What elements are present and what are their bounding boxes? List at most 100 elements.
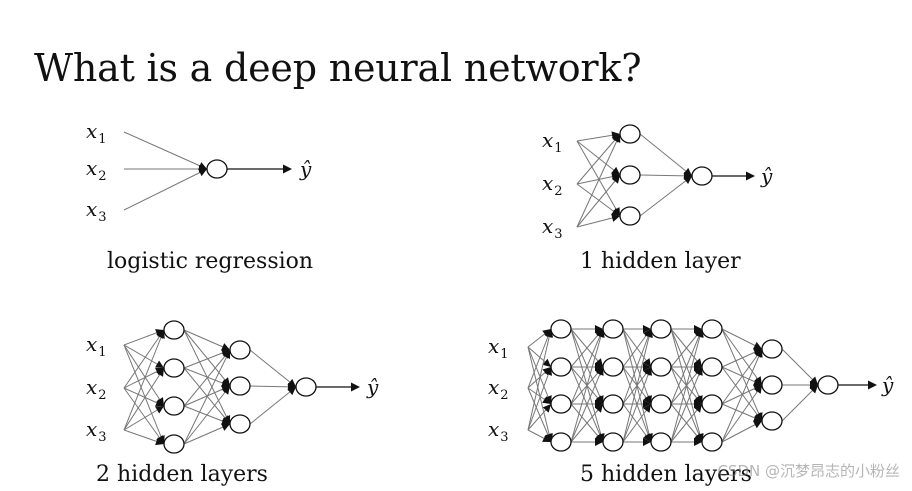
hidden-node	[650, 394, 672, 414]
edge-arrowhead	[595, 325, 603, 333]
edge-arrowhead	[155, 360, 164, 368]
hidden-node	[602, 432, 624, 452]
hidden-node	[229, 414, 251, 434]
edge-arrowhead	[544, 367, 553, 376]
output-arrowhead	[283, 164, 292, 174]
input-label: x2	[542, 171, 563, 199]
connection-edge	[576, 133, 621, 185]
output-arrowhead	[351, 382, 360, 392]
edge-arrowhead	[155, 406, 164, 414]
edge-arrowhead	[642, 395, 651, 404]
input-subscript: 1	[554, 141, 562, 156]
output-node	[817, 375, 839, 395]
edge-arrowhead	[155, 399, 164, 407]
connection-edge	[527, 366, 552, 431]
edge-arrowhead	[643, 325, 651, 333]
connection-edge	[249, 349, 297, 388]
connection-edge	[781, 384, 819, 422]
edge-arrowhead	[695, 367, 703, 376]
connection-edge	[527, 328, 552, 431]
edge-arrowhead	[222, 350, 231, 359]
hidden-node	[602, 394, 624, 414]
hidden-node	[163, 358, 185, 378]
hidden-node	[650, 357, 672, 377]
connection-edge	[123, 344, 165, 407]
edge-arrowhead	[221, 417, 230, 425]
connection-edge	[123, 367, 165, 431]
input-label: x3	[542, 214, 563, 242]
edge-arrowhead	[683, 176, 692, 185]
connection-edge	[622, 328, 652, 405]
connection-edge	[123, 131, 208, 170]
edge-arrowhead	[644, 367, 652, 376]
connection-edge	[721, 384, 763, 443]
edge-arrowhead	[694, 438, 702, 446]
connection-edge	[670, 366, 703, 443]
connection-edge	[721, 348, 763, 443]
connection-edge	[183, 349, 231, 369]
hidden-node	[163, 396, 185, 416]
input-subscript: 3	[500, 430, 508, 445]
connection-edge	[527, 346, 552, 405]
output-arrowhead	[746, 171, 755, 181]
output-node	[295, 377, 317, 397]
hidden-node	[550, 394, 572, 414]
edge-arrowhead	[643, 404, 651, 413]
edge-arrowhead	[643, 363, 651, 371]
edge-arrowhead	[198, 168, 207, 177]
output-label: ŷ	[299, 157, 312, 181]
input-label: x1	[488, 334, 509, 362]
connection-edge	[183, 367, 231, 387]
edge-arrowhead	[594, 358, 603, 367]
edge-arrowhead	[544, 433, 552, 442]
input-label: x3	[86, 417, 107, 445]
edge-arrowhead	[221, 379, 230, 387]
connection-edge	[527, 328, 552, 389]
hidden-node	[602, 319, 624, 339]
connection-edge	[721, 328, 763, 422]
input-subscript: 1	[500, 347, 508, 362]
connection-edge	[576, 133, 621, 228]
hidden-node	[229, 340, 251, 360]
edge-arrowhead	[155, 437, 164, 446]
edge-arrowhead	[754, 385, 762, 394]
hidden-node	[761, 339, 783, 359]
connection-edge	[527, 346, 552, 443]
input-label: x1	[542, 128, 563, 156]
caption-logistic-regression: logistic regression	[107, 249, 314, 274]
connection-edge	[670, 328, 703, 405]
edge-arrowhead	[595, 438, 603, 446]
connection-edge	[183, 329, 231, 351]
output-label: ŷ	[881, 373, 894, 397]
hidden-node	[163, 320, 185, 340]
input-label: x2	[488, 375, 509, 403]
hidden-node	[229, 376, 251, 396]
hidden-node	[163, 434, 185, 454]
hidden-node	[619, 165, 641, 185]
edge-arrowhead	[643, 400, 651, 408]
output-label: ŷ	[366, 375, 379, 399]
connection-edge	[123, 387, 165, 445]
caption-1-hidden-layer: 1 hidden layer	[580, 249, 741, 274]
connection-edge	[249, 386, 297, 425]
caption-5-hidden-layers: 5 hidden layers	[580, 462, 752, 487]
output-label: ŷ	[760, 164, 773, 188]
input-label: x3	[86, 197, 107, 225]
edge-arrowhead	[611, 214, 620, 222]
hidden-node	[650, 319, 672, 339]
connection-edge	[183, 349, 231, 445]
edge-arrowhead	[594, 433, 603, 442]
hidden-node	[550, 357, 572, 377]
edge-arrowhead	[596, 367, 604, 376]
hidden-node	[701, 394, 723, 414]
edge-arrowhead	[694, 363, 702, 371]
input-label: x1	[86, 119, 107, 147]
edge-arrowhead	[753, 414, 762, 422]
connection-edge	[670, 403, 703, 443]
connection-edge	[123, 344, 165, 445]
input-subscript: 2	[98, 169, 106, 184]
edge-arrowhead	[753, 378, 762, 386]
edge-arrowhead	[643, 438, 651, 446]
edge-arrowhead	[693, 404, 702, 413]
